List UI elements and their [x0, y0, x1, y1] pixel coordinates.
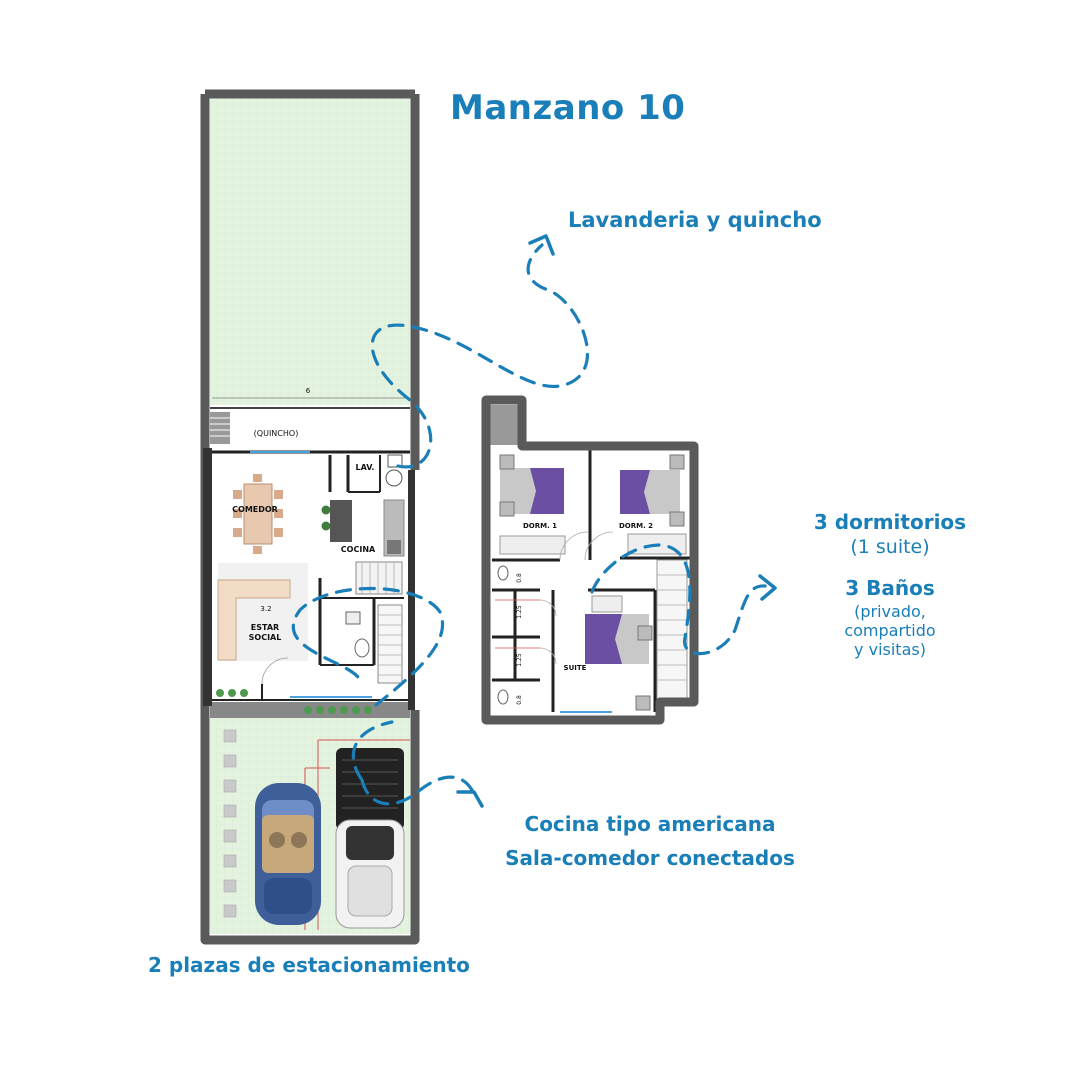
- comedor-label: COMEDOR: [232, 505, 278, 514]
- callout-kitchen-2: Sala-comedor conectados: [505, 846, 795, 870]
- lav-label: LAV.: [356, 463, 375, 472]
- callout-baths-detail-3: y visitas): [854, 640, 926, 659]
- dining-table: [243, 483, 273, 545]
- sofa: [217, 579, 291, 661]
- car-white-pickup: [335, 748, 405, 929]
- arrow-to-kitchen: [351, 720, 474, 806]
- dim-a: 0.8: [516, 573, 523, 583]
- dim-b: 1.25: [516, 605, 523, 619]
- callout-bedrooms: 3 dormitorios: [813, 510, 967, 534]
- kitchen-island: [330, 500, 352, 542]
- arrow-to-laundry: [370, 243, 590, 469]
- ground-floor-plan: [200, 89, 420, 945]
- dim-width: 6: [306, 387, 311, 395]
- dim-estar: 3.2: [260, 605, 271, 613]
- dashed-arrows: [291, 243, 767, 806]
- arrowhead-laundry: [528, 234, 555, 256]
- dim-c: 1.25: [516, 653, 523, 667]
- page-title: Manzano 10: [450, 88, 686, 128]
- arrow-loop-ground: [291, 586, 445, 707]
- callout-baths-detail-1: (privado,: [854, 602, 926, 621]
- car-blue: [255, 783, 321, 925]
- callout-kitchen-1: Cocina tipo americana: [524, 812, 776, 836]
- arrowhead-bedrooms: [758, 574, 777, 601]
- arrowhead-kitchen: [456, 790, 484, 808]
- arrow-to-bedrooms: [590, 543, 767, 656]
- callout-parking: 2 plazas de estacionamiento: [148, 953, 470, 977]
- estar-label-1: ESTAR: [251, 623, 279, 632]
- dim-d: 0.8: [516, 695, 523, 705]
- upper-floor-plan: [481, 395, 699, 725]
- callout-baths-detail-2: compartido: [844, 621, 936, 640]
- dorm1-label: DORM. 1: [523, 522, 557, 530]
- quincho-stairs: [210, 412, 230, 444]
- dorm2-label: DORM. 2: [619, 522, 653, 530]
- callout-baths: 3 Baños: [845, 576, 935, 600]
- callout-laundry: Lavanderia y quincho: [568, 208, 822, 232]
- callout-bedrooms-block: 3 dormitorios (1 suite) 3 Baños (privado…: [790, 510, 990, 659]
- callout-suite: (1 suite): [850, 536, 930, 558]
- quincho-label: (QUINCHO): [254, 429, 299, 438]
- suite-label: SUITE: [564, 664, 587, 672]
- cocina-label: COCINA: [341, 545, 376, 554]
- estar-label-2: SOCIAL: [249, 633, 282, 642]
